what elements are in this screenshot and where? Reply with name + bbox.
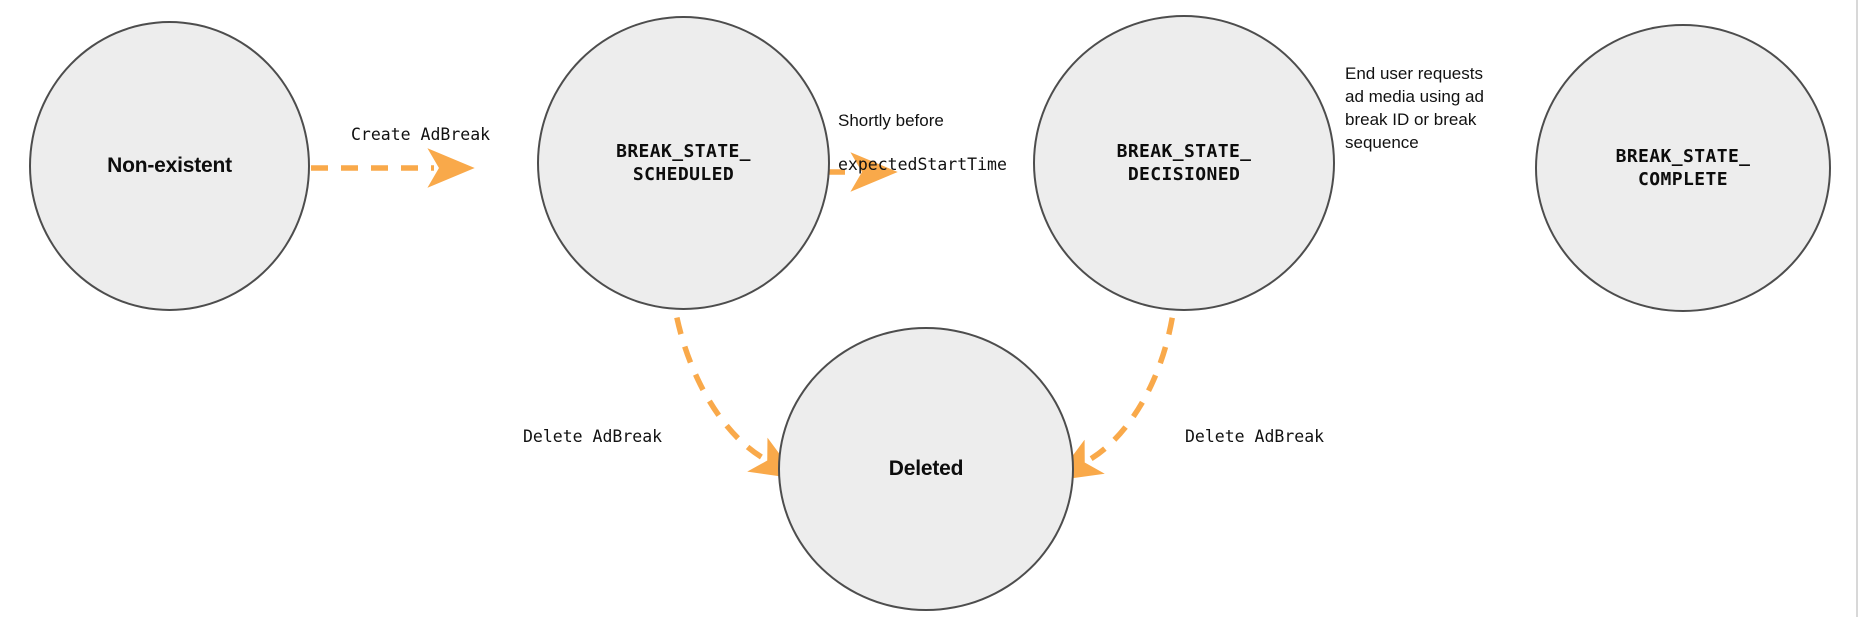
state-node-break-state-complete[interactable]: BREAK_STATE_ COMPLETE [1535,24,1831,312]
edge-label-end-user-requests-ad-media: End user requests ad media using ad brea… [1345,63,1484,152]
state-node-non-existent[interactable]: Non-existent [29,21,310,311]
state-node-label: BREAK_STATE_ DECISIONED [1116,140,1252,185]
edge-label-line-2: expectedStartTime [838,155,1007,175]
state-node-label: Deleted [888,457,964,481]
edge-label-shortly-before-expected-start-time: Shortly before expectedStartTime [838,88,1058,198]
state-node-label: Non-existent [107,154,232,178]
edge-label-delete-adbreak-from-decisioned: Delete AdBreak [1185,427,1325,447]
state-node-break-state-decisioned[interactable]: BREAK_STATE_ DECISIONED [1033,15,1335,311]
edge-label-create-adbreak: Create AdBreak [351,125,491,145]
state-node-break-state-scheduled[interactable]: BREAK_STATE_ SCHEDULED [537,16,830,310]
edge-label-delete-adbreak-from-scheduled: Delete AdBreak [523,427,663,447]
state-node-label: BREAK_STATE_ SCHEDULED [616,140,751,185]
state-node-deleted[interactable]: Deleted [778,327,1074,611]
edge-delete-adbreak-from-decisioned [1053,287,1179,481]
state-node-label: BREAK_STATE_ COMPLETE [1615,145,1751,190]
edge-label-line-1: Shortly before [838,110,944,130]
